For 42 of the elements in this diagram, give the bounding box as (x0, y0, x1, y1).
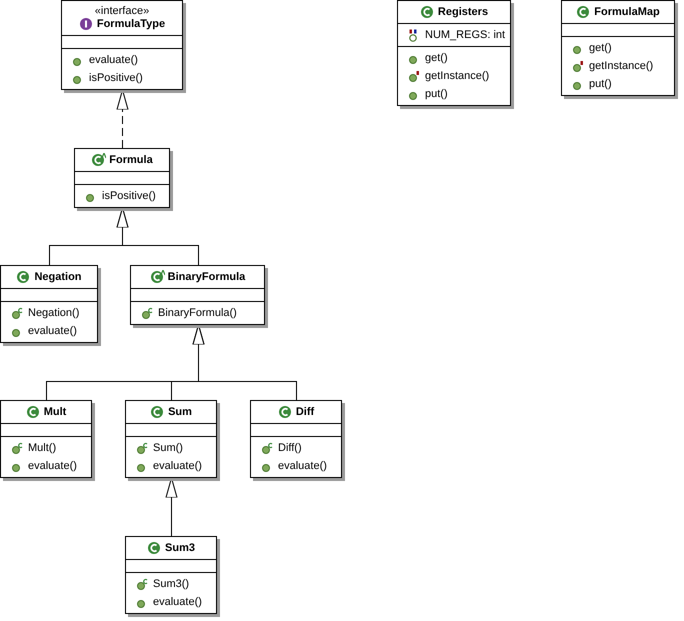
method-name: get() (425, 52, 448, 64)
method-name: Mult() (28, 442, 56, 454)
method-name: Sum() (153, 442, 183, 454)
method-name: evaluate() (278, 460, 327, 472)
method-name: evaluate() (89, 54, 138, 66)
method-name: getInstance() (425, 70, 490, 82)
method-name: evaluate() (153, 460, 202, 472)
method-name: get() (589, 42, 612, 54)
class-name: Negation (34, 271, 82, 283)
class-box (74, 148, 170, 208)
method-name: Diff() (278, 442, 302, 454)
class-box (0, 400, 92, 478)
method-name: isPositive() (102, 190, 156, 202)
method-name: put() (425, 88, 448, 100)
stereotype-label: «interface» (94, 5, 150, 17)
class-name: Registers (438, 6, 488, 18)
class-name: FormulaMap (594, 6, 660, 18)
method-name: getInstance() (589, 60, 654, 72)
method-name: Sum3() (153, 578, 190, 590)
class-name: Mult (44, 406, 66, 418)
class-box (125, 400, 217, 478)
method-name: evaluate() (153, 596, 202, 608)
class-box (397, 0, 511, 106)
method-name: BinaryFormula() (158, 307, 237, 319)
method-name: Negation() (28, 307, 80, 319)
method-name: put() (589, 78, 612, 90)
interface-box (61, 0, 183, 90)
method-name: isPositive() (89, 72, 143, 84)
class-box (250, 400, 342, 478)
class-box (125, 536, 217, 614)
class-name: Sum (168, 406, 192, 418)
method-name: evaluate() (28, 460, 77, 472)
class-name: Formula (109, 154, 153, 166)
class-name: FormulaType (96, 18, 166, 30)
class-name: Diff (296, 406, 314, 418)
field-name: NUM_REGS: int (425, 29, 506, 41)
class-name: BinaryFormula (168, 271, 246, 283)
class-box (561, 0, 675, 96)
class-box (130, 265, 265, 325)
method-name: evaluate() (28, 325, 77, 337)
class-box (0, 265, 98, 343)
class-name: Sum3 (165, 542, 195, 554)
